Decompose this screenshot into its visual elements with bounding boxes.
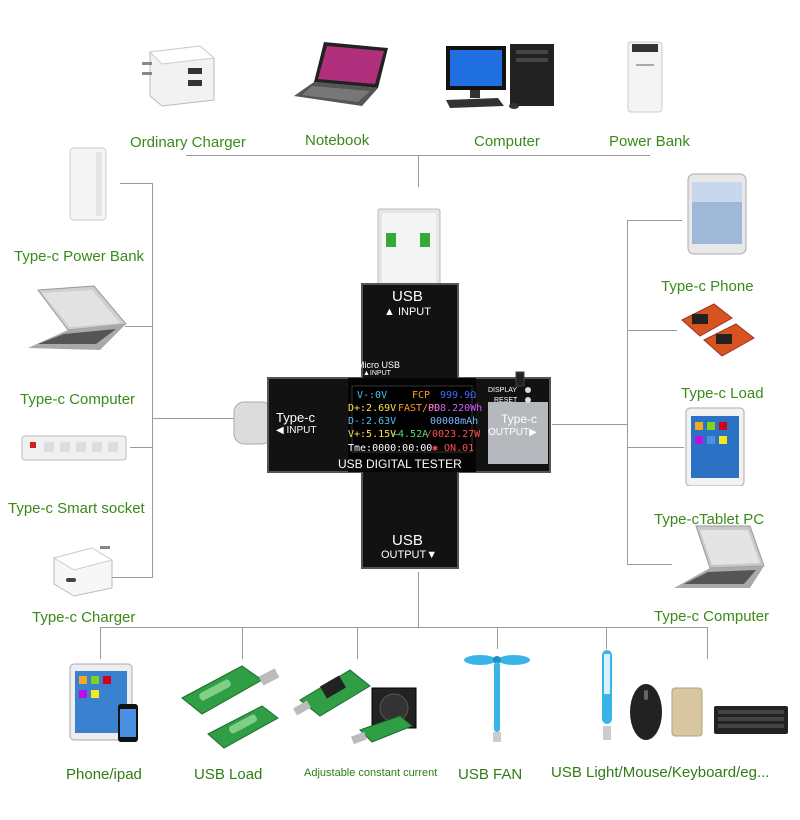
bottom-tick-4 <box>497 627 498 649</box>
screen-row1-protocol: FCP <box>412 390 431 401</box>
bottom-tick-2 <box>242 627 243 659</box>
typec-computer-label-right: Type-c Computer <box>654 608 770 625</box>
bottom-drop <box>418 572 419 628</box>
bottom-tick-6 <box>707 627 708 659</box>
screen-row2-mode: FAST/PD <box>398 403 441 414</box>
usb-light-image <box>596 646 620 746</box>
left-to-tester <box>152 418 237 419</box>
typec-tablet-image <box>680 404 750 486</box>
typec-input-title: Type-c <box>276 410 316 425</box>
usb-load-image <box>178 658 290 750</box>
notebook-image <box>292 38 392 110</box>
typec-power-bank-label: Type-c Power Bank <box>14 248 145 265</box>
typec-plug-left <box>232 398 272 448</box>
ordinary-charger-image <box>140 40 220 110</box>
usb-load-label: USB Load <box>194 766 263 783</box>
adjustable-current-image <box>290 660 440 750</box>
tester-name: USB DIGITAL TESTER <box>338 457 462 471</box>
usb-a-plug <box>374 205 444 287</box>
mouse-image <box>626 680 666 744</box>
screen-row3-capacity: 00008mAh <box>430 416 479 427</box>
tester-to-right <box>552 424 628 425</box>
typec-tablet-label: Type-cTablet PC <box>654 511 765 528</box>
tester-body <box>266 282 554 572</box>
typec-charger-label: Type-c Charger <box>32 609 136 626</box>
screen-row5-time: Tme:0000:00:00 <box>348 443 433 454</box>
screen-row2-energy: 008.220Wh <box>428 403 483 414</box>
top-bus-drop <box>418 155 419 187</box>
usb-fan-label: USB FAN <box>458 766 523 783</box>
typec-load-label: Type-c Load <box>681 385 764 402</box>
reset-button-label[interactable]: RESET <box>494 397 518 404</box>
computer-image <box>442 40 558 112</box>
typec-output-title: Type-c <box>501 412 538 426</box>
keyboard-image <box>712 700 792 740</box>
power-bank-image <box>624 38 670 116</box>
typec-output-sub: OUTPUT▶ <box>488 427 537 438</box>
left-tick-3 <box>130 447 153 448</box>
usb-light-mouse-keyboard-label: USB Light/Mouse/Keyboard/eg... <box>551 764 770 781</box>
notebook-label: Notebook <box>305 132 370 149</box>
bottom-tick-3 <box>357 627 358 659</box>
screen-row5-status: ✱ ON.01 <box>432 443 475 454</box>
typec-charger-image <box>46 540 118 600</box>
usb-output-title: USB <box>392 532 423 549</box>
screen-row4-vplus: V+:5.15V <box>348 429 397 440</box>
typec-phone-image <box>682 170 752 256</box>
screen-row1-voltage: V-:0V <box>357 390 388 401</box>
right-tick-2 <box>627 330 677 331</box>
usb-input-sub: ▲ INPUT <box>384 306 431 318</box>
usb-output-sub: OUTPUT▼ <box>381 549 438 561</box>
typec-power-bank-image <box>66 144 112 224</box>
phone-ipad-label: Phone/ipad <box>66 766 142 783</box>
left-tick-2 <box>125 326 153 327</box>
typec-computer-label-left: Type-c Computer <box>20 391 136 408</box>
power-bank-label: Power Bank <box>609 133 690 150</box>
bottom-bus-line <box>100 627 708 628</box>
usb-fan-image <box>462 648 532 748</box>
hard-drive-image <box>668 684 708 740</box>
micro-usb-label: Micro USB <box>357 360 401 370</box>
screen-row4-current: ⟵4.52A <box>392 429 429 440</box>
left-bus-line <box>152 183 153 578</box>
left-tick-4 <box>110 577 153 578</box>
typec-load-image <box>676 296 760 364</box>
micro-usb-sub: ▲INPUT <box>363 370 391 377</box>
usb-input-title: USB <box>392 288 423 305</box>
display-button-label[interactable]: DISPLAY <box>488 387 518 394</box>
ordinary-charger-label: Ordinary Charger <box>130 134 246 151</box>
right-tick-1 <box>627 220 682 221</box>
typec-computer-image-right <box>668 522 768 594</box>
right-bus-line <box>627 220 628 565</box>
bottom-tick-5 <box>606 627 607 649</box>
screen-row1-resistance: 999.9Ω <box>440 390 477 401</box>
typec-smart-socket-image <box>20 430 132 470</box>
screen-row3-dminus: D-:2.63V <box>348 416 397 427</box>
screen-row4-power: /0023.27W <box>426 429 481 440</box>
left-tick-1 <box>120 183 153 184</box>
bottom-tick-1 <box>100 627 101 659</box>
typec-phone-label: Type-c Phone <box>661 278 754 295</box>
typec-smart-socket-label: Type-c Smart socket <box>8 500 145 517</box>
screen-row2-dplus: D+:2.69V <box>348 403 397 414</box>
phone-ipad-image <box>66 660 142 746</box>
typec-input-sub: ◀ INPUT <box>276 425 317 436</box>
computer-label: Computer <box>474 133 540 150</box>
typec-computer-image-left <box>24 284 130 358</box>
right-tick-3 <box>627 447 684 448</box>
right-tick-4 <box>627 564 672 565</box>
adjustable-current-label: Adjustable constant current <box>304 767 438 779</box>
